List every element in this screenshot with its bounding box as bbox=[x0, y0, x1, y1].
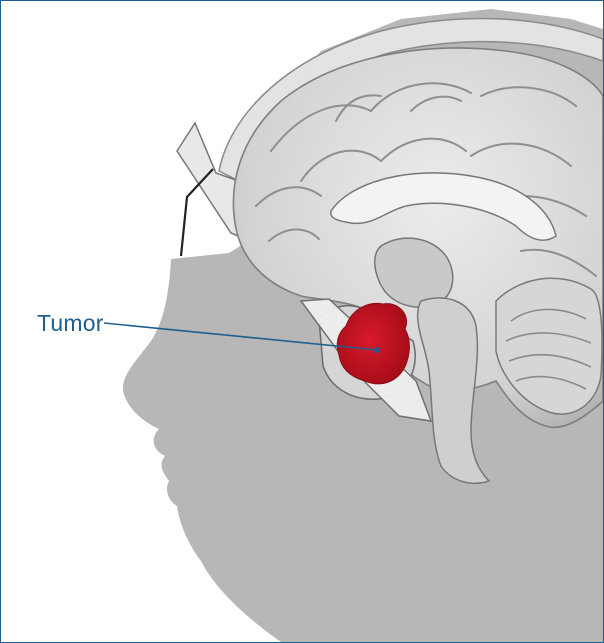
tumor-pointer-dot bbox=[374, 347, 380, 353]
tumor-label: Tumor bbox=[37, 310, 104, 337]
